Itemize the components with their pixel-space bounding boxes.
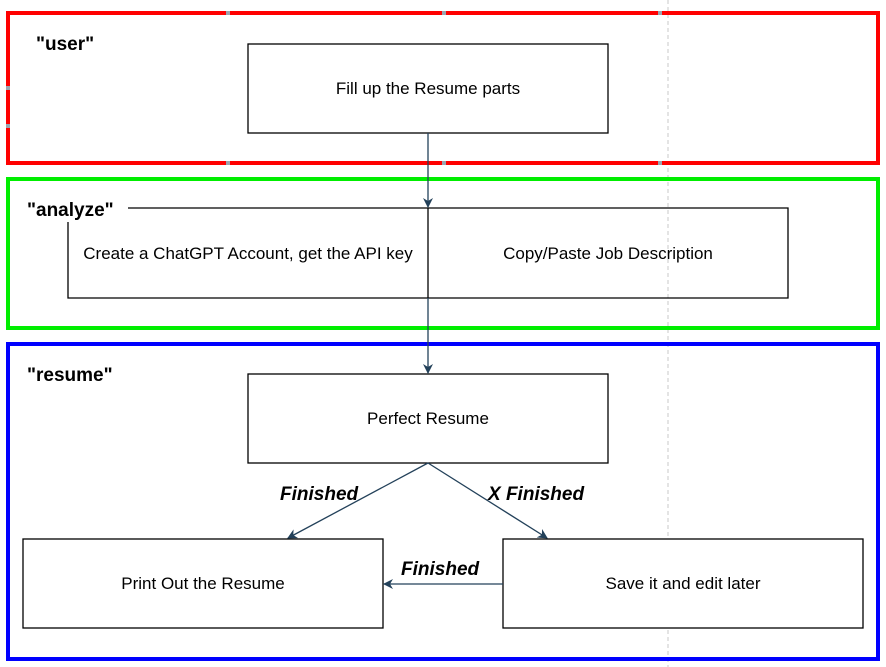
- analyze-box-outline: [67, 207, 789, 299]
- arrow-perfect-to-save: [427, 462, 548, 539]
- perfect-resume-text: Perfect Resume: [367, 409, 489, 428]
- fill-resume-box[interactable]: [247, 43, 609, 134]
- print-out-box[interactable]: [22, 538, 384, 629]
- lane-label-user: "user": [36, 34, 94, 55]
- job-description-text: Copy/Paste Job Description: [503, 244, 713, 263]
- save-edit-text: Save it and edit later: [606, 574, 761, 593]
- edge-label-finished-bottom: Finished: [401, 559, 480, 580]
- resume-lane: [6, 342, 880, 661]
- edge-label-not-finished: X Finished: [487, 484, 584, 505]
- arrow-perfect-to-print: [287, 462, 429, 539]
- lane-label-analyze-bg: [22, 196, 128, 222]
- print-out-text: Print Out the Resume: [121, 574, 284, 593]
- create-account-text: Create a ChatGPT Account, get the API ke…: [83, 244, 413, 263]
- edge-label-finished-left: Finished: [280, 484, 359, 505]
- lane-label-analyze: "analyze": [27, 200, 114, 221]
- lane-label-resume: "resume": [27, 365, 113, 386]
- fill-resume-text: Fill up the Resume parts: [336, 79, 520, 98]
- analyze-lane: [6, 177, 880, 330]
- save-edit-box[interactable]: [502, 538, 864, 629]
- selection-handles: [6, 11, 662, 165]
- perfect-resume-box[interactable]: [247, 373, 609, 464]
